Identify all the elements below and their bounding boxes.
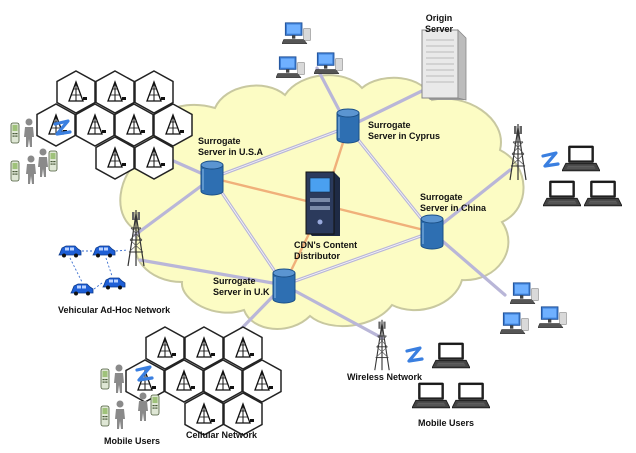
mobile-users-right-label: Mobile Users [418,418,475,428]
desktop-icon [314,52,343,75]
link-distributor-usa [211,176,324,207]
surrogate-china-label-line2: Server in China [420,203,487,213]
mobile-users-left-label: Mobile Users [104,436,161,446]
desktops-top [276,22,343,79]
surrogate-server-cyprus-icon [336,108,360,144]
mobile-phone-icon [48,150,58,172]
link-china-tower [430,168,512,234]
origin-server-label-line2: Server [425,24,454,34]
wireless-signal-icon [541,151,560,168]
link-uk-vanet [138,258,286,287]
laptop-icon [543,180,581,207]
content-distributor-label-line1: CDN's Content [294,240,358,250]
desktop-icon [276,56,305,79]
link-usa-vanet [133,176,214,237]
desktops-right [500,282,567,335]
car-icon [92,245,116,258]
desktop-icon [510,282,539,305]
origin-server-label: Origin Server [425,13,453,35]
surrogate-usa-label-line2: Server in U.S.A [198,147,264,157]
surrogate-usa-label-line1: Surrogate [198,136,241,146]
person-icon [38,148,48,177]
wireless-signal-icon [405,346,424,363]
content-distributor-label-line2: Distributor [294,251,340,261]
vehicular-network [58,209,145,296]
car-icon [70,283,94,296]
link-distributor-china [322,203,433,234]
surrogate-usa-label: Surrogate Server in U.S.A [198,136,263,158]
surrogate-china-label-line1: Surrogate [420,192,463,202]
person-icon [114,364,124,393]
laptop-icon [412,382,450,409]
surrogate-server-usa-icon [200,160,224,196]
desktop-icon [538,306,567,329]
laptop-icon [562,145,600,172]
laptop-icon [584,180,622,207]
surrogate-uk-label-line2: Server in U.K [213,287,270,297]
surrogate-server-uk-icon [272,268,296,304]
mobile-phone-icon [150,394,160,416]
laptop-icon [432,342,470,369]
cell-network-bottom [125,326,282,436]
content-distributor-icon [305,171,340,236]
surrogate-cyprus-label-line1: Surrogate [368,120,411,130]
vehicular-network-label: Vehicular Ad-Hoc Network [58,305,171,315]
mobile-phone-icon [100,368,110,390]
surrogate-server-china-icon [420,214,444,250]
person-icon [115,400,125,429]
mobile-phone-icon [10,160,20,182]
origin-server-icon [421,29,467,101]
surrogate-uk-label-line1: Surrogate [213,276,256,286]
laptop-icon [452,382,490,409]
origin-server-label-line1: Origin [425,13,453,23]
radio-tower-icon [374,319,390,371]
laptops-right [541,145,622,207]
cell-network-top [36,70,193,180]
person-icon [24,118,34,147]
surrogate-uk-label: Surrogate Server in U.K [213,276,270,298]
mobile-phone-icon [100,405,110,427]
content-distributor-label: CDN's Content Distributor [294,240,357,262]
link-uk-wireless [282,283,384,340]
mobile-phone-icon [10,122,20,144]
link-china-desktops [430,230,507,297]
cellular-network-label: Cellular Network [186,430,258,440]
car-icon [102,277,126,290]
person-icon [26,155,36,184]
desktop-icon [282,22,311,45]
link-cyprus-origin [346,86,430,129]
surrogate-china-label: Surrogate Server in China [420,192,486,214]
wireless-network [374,319,490,409]
desktop-icon [500,312,529,335]
wireless-network-label: Wireless Network [347,372,422,382]
surrogate-cyprus-label-line2: Server in Cyprus [368,131,441,141]
surrogate-cyprus-label: Surrogate Server in Cyprus [368,120,440,142]
car-icon [58,245,82,258]
